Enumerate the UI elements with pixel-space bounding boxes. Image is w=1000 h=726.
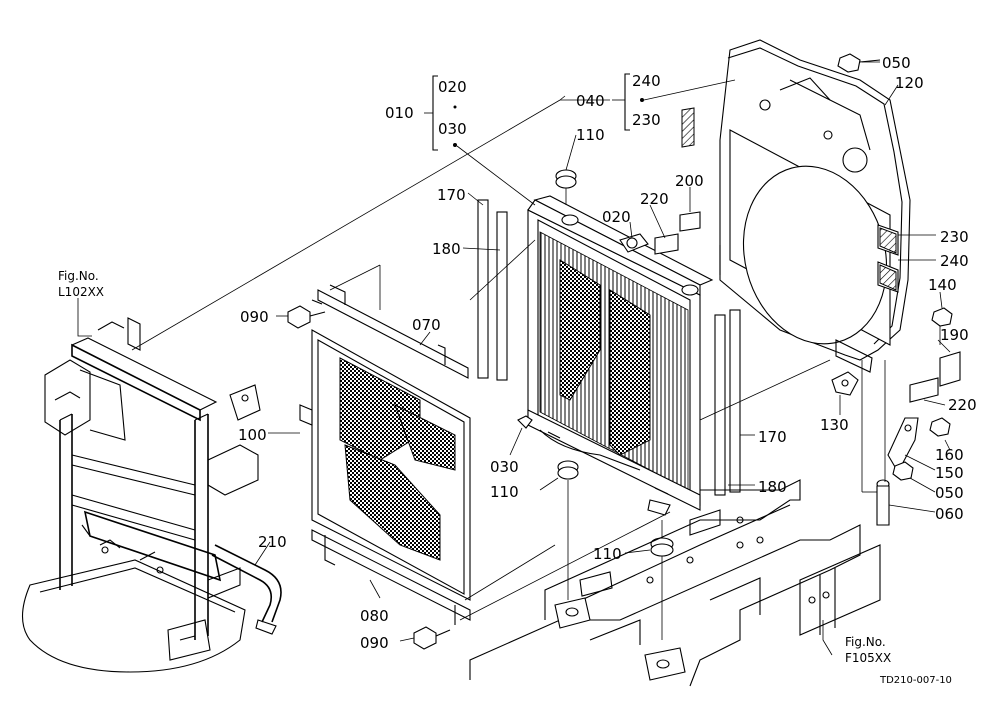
callout-210: 210 — [258, 533, 287, 551]
callout-180-a: 180 — [432, 240, 461, 258]
callout-220-b: 220 — [948, 396, 977, 414]
screen-100 — [299, 329, 471, 601]
figure-ref-f105-title: Fig.No. — [845, 635, 886, 649]
seal-strip-170-180-left — [477, 199, 508, 381]
mount-110-bottom — [650, 520, 674, 640]
callout-120: 120 — [895, 74, 924, 92]
figure-ref-l102-title: Fig.No. — [58, 269, 99, 283]
bolt-050-upper — [837, 53, 881, 73]
radiator-core — [527, 195, 714, 516]
chassis-frame — [469, 479, 881, 687]
callout-200: 200 — [675, 172, 704, 190]
callout-020-a: 020 — [438, 78, 467, 96]
callout-130: 130 — [820, 416, 849, 434]
seal-strip-170-180-right — [714, 309, 741, 496]
pad-230-upper — [681, 107, 695, 148]
callout-230-a: 230 — [632, 111, 661, 129]
callout-110-a: 110 — [576, 126, 605, 144]
left-frame-assembly — [21, 317, 261, 673]
callout-020-b: 020 — [602, 208, 631, 226]
callout-030-b: 030 — [490, 458, 519, 476]
hose-210 — [211, 544, 282, 635]
callout-180-b: 180 — [758, 478, 787, 496]
figure-ref-l102[interactable]: Fig.No. L102XX — [58, 269, 104, 299]
callout-090-a: 090 — [240, 308, 269, 326]
bolt-160 — [929, 417, 951, 437]
bolt-050-lower — [892, 461, 914, 481]
fan-shroud-120 — [719, 39, 911, 373]
drawing-code: TD210-007-10 — [879, 675, 952, 686]
mount-110-top — [555, 169, 577, 205]
callout-190: 190 — [940, 326, 969, 344]
callout-090-b: 090 — [360, 634, 389, 652]
callout-labels: 010 020 030 040 240 230 110 050 120 170 … — [238, 54, 977, 652]
callout-140: 140 — [928, 276, 957, 294]
pad-220-lower — [909, 377, 939, 403]
callout-100: 100 — [238, 426, 267, 444]
callout-110-c: 110 — [593, 545, 622, 563]
callout-230-b: 230 — [940, 228, 969, 246]
pin-060 — [876, 479, 890, 526]
figure-ref-f105-code: F105XX — [845, 651, 891, 665]
callout-240-b: 240 — [940, 252, 969, 270]
callout-050-a: 050 — [882, 54, 911, 72]
bolt-140 — [931, 307, 953, 345]
clip-130 — [831, 371, 859, 396]
callout-070: 070 — [412, 316, 441, 334]
pad-200 — [679, 211, 701, 232]
callout-220-a: 220 — [640, 190, 669, 208]
callout-170-a: 170 — [437, 186, 466, 204]
callout-030-a: 030 — [438, 120, 467, 138]
callout-160: 160 — [935, 446, 964, 464]
figure-ref-f105[interactable]: Fig.No. F105XX — [845, 635, 891, 665]
callout-040: 040 — [576, 92, 605, 110]
callout-060: 060 — [935, 505, 964, 523]
bracket-070 — [311, 284, 469, 379]
pad-220-upper — [654, 233, 679, 255]
callout-240-a: 240 — [632, 72, 661, 90]
pad-190 — [939, 351, 961, 387]
callout-150: 150 — [935, 464, 964, 482]
leader-lines — [77, 61, 951, 656]
callout-010: 010 — [385, 104, 414, 122]
callout-110-b: 110 — [490, 483, 519, 501]
plug-030 — [517, 415, 533, 429]
callout-080: 080 — [360, 607, 389, 625]
figure-ref-l102-code: L102XX — [58, 285, 104, 299]
bolt-090-top — [287, 305, 326, 329]
callout-050-b: 050 — [935, 484, 964, 502]
callout-170-b: 170 — [758, 428, 787, 446]
bracket-080 — [311, 529, 471, 625]
bolt-090-bottom — [413, 626, 451, 650]
